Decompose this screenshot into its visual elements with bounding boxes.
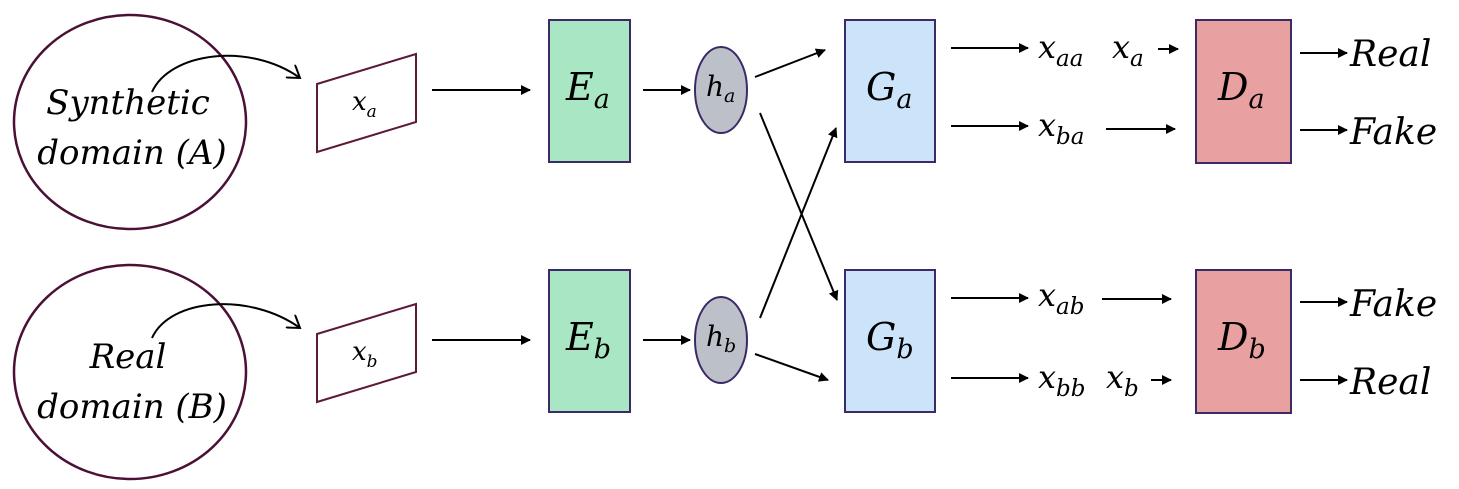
output-xba-label: xba: [1038, 106, 1084, 150]
synthetic-domain-label-line2: domain (A): [37, 133, 226, 173]
sample-arrow-a: [151, 54, 300, 93]
generator-b-box: [844, 269, 936, 413]
input-xb-label: xb: [352, 337, 378, 372]
generator-b-label: Gb: [866, 315, 914, 365]
discriminator-b-label: Db: [1217, 315, 1266, 365]
input-xb-shape: [316, 302, 417, 404]
discriminator-b-box: [1195, 269, 1292, 414]
sample-arrow-b: [151, 303, 300, 339]
output-xbb-label: xbb: [1038, 358, 1086, 402]
latent-hb-label: hb: [706, 320, 736, 357]
real-sample-xb-label: xb: [1106, 358, 1139, 402]
encoder-a-label: Ea: [565, 65, 610, 115]
latent-ha-ellipse: [694, 46, 748, 134]
latent-hb-ellipse: [694, 296, 748, 384]
arrow-ha-to-gb: [759, 112, 839, 301]
latent-ha-label: ha: [706, 70, 735, 107]
verdict-b-top: Fake: [1349, 284, 1437, 325]
real-domain-label-line2: domain (B): [37, 387, 227, 427]
discriminator-a-label: Da: [1217, 65, 1265, 115]
output-xab-label: xab: [1038, 276, 1084, 320]
output-xaa-label: xaa: [1038, 28, 1083, 72]
synthetic-domain-label-line1: Synthetic: [46, 83, 210, 123]
encoder-b-box: [548, 269, 631, 413]
encoder-b-label: Eb: [565, 315, 611, 365]
arrow-hb-to-ga: [759, 127, 838, 319]
generator-a-label: Ga: [866, 65, 912, 115]
encoder-a-box: [548, 19, 631, 163]
verdict-a-top: Real: [1349, 34, 1431, 75]
verdict-b-bottom: Real: [1349, 362, 1431, 403]
verdict-a-bottom: Fake: [1349, 112, 1437, 153]
arrow-ha-to-ga: [754, 48, 826, 78]
real-domain-circle: [12, 263, 248, 481]
discriminator-a-box: [1195, 19, 1292, 164]
synthetic-domain-circle: [12, 13, 248, 231]
real-sample-xa-label: xa: [1112, 28, 1144, 72]
real-domain-label-line1: Real: [89, 337, 167, 377]
input-xa-shape: [316, 52, 417, 154]
arrow-hb-to-gb: [754, 353, 829, 382]
generator-a-box: [844, 19, 936, 163]
input-xa-label: xa: [352, 87, 377, 122]
